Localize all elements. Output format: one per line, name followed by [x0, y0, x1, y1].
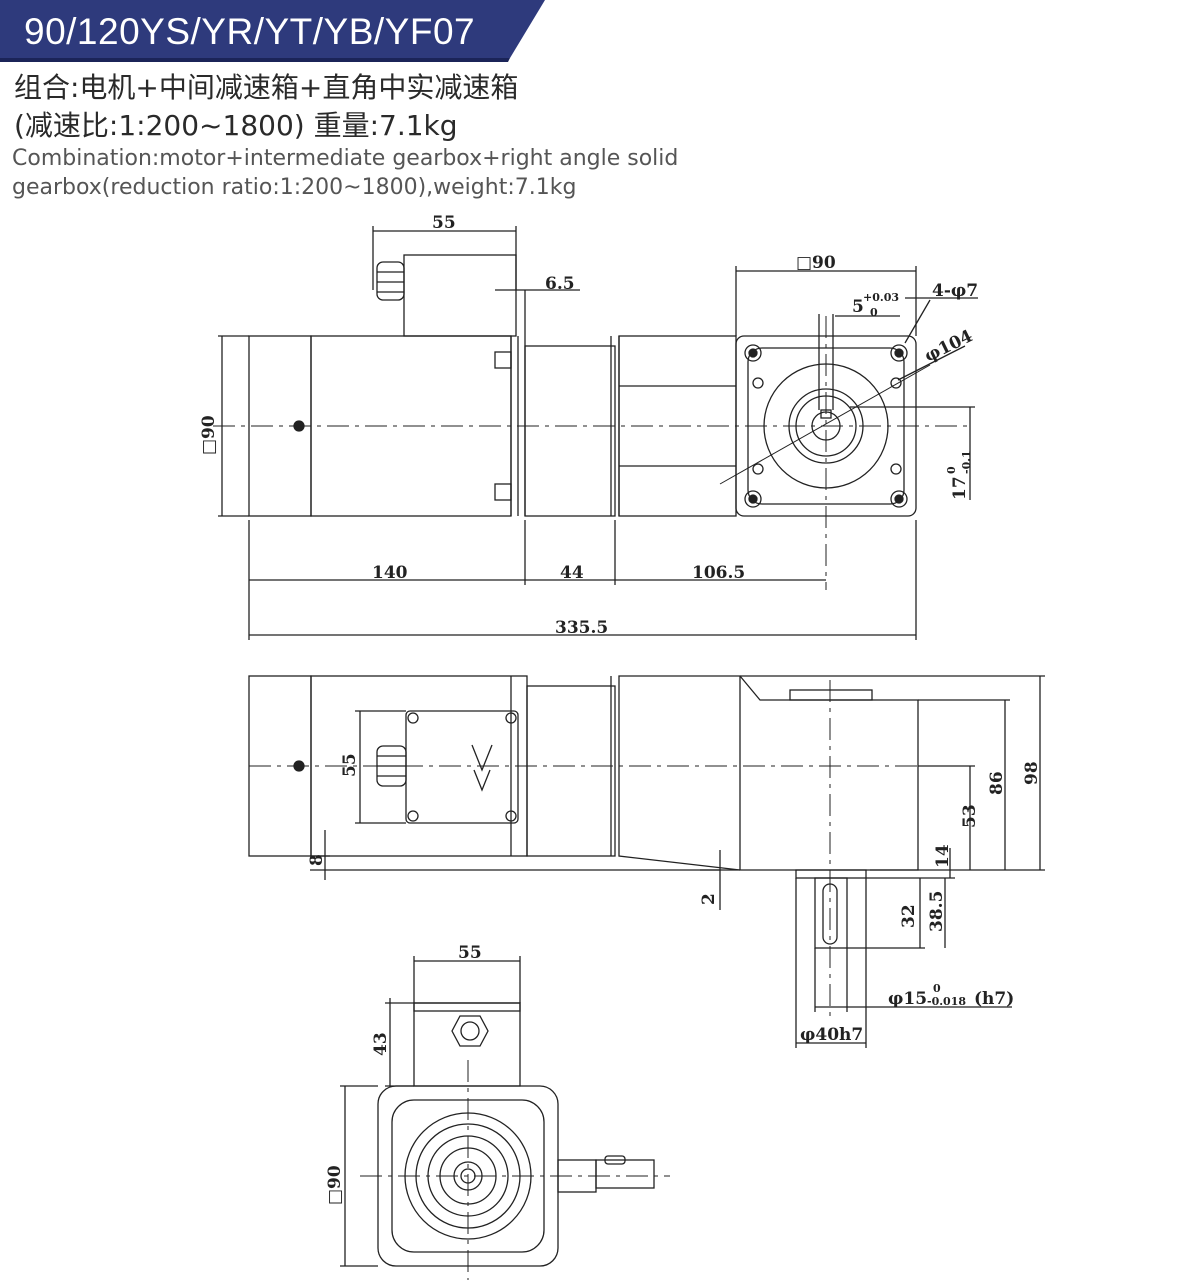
cable-gland-end [451, 1015, 489, 1047]
title-banner: 90/120YS/YR/YT/YB/YF07 [0, 0, 545, 62]
dim-shaft-length: 38.5 [927, 891, 947, 932]
right-angle-gearbox-side [618, 675, 919, 871]
dim-pilot-diameter: φ40h7 [800, 1025, 863, 1045]
bolt-hole-br [890, 490, 908, 508]
dim-housing-height: 86 [987, 771, 1007, 795]
dim-keyway-tol-upper: +0.03 [863, 291, 899, 304]
bolt-hole-bl [744, 490, 762, 508]
dim-total-height: 98 [1022, 761, 1042, 785]
model-title: 90/120YS/YR/YT/YB/YF07 [24, 11, 476, 52]
intermediate-gearbox-side [526, 685, 616, 857]
side-view: 55 8 2 53 86 98 14 32 38.5 φ15 0 -0.018 … [248, 675, 1045, 1048]
dim-base-offset: 8 [307, 854, 327, 866]
dim-total-length: 335.5 [555, 618, 608, 638]
motor-screw-bottom [494, 483, 512, 501]
dim-shaft-tol-lower: -0.018 [927, 995, 966, 1008]
dim-end-square: □90 [325, 1165, 345, 1205]
combination-cn: 组合:电机+中间减速箱+直角中实减速箱 [14, 71, 519, 104]
top-view: 55 6.5 □90 5 +0.03 0 4-φ7 φ104 □90 17 0 … [199, 213, 978, 640]
terminal-box-face [405, 710, 519, 824]
bolt-hole-tr [890, 344, 908, 362]
dim-end-terminal-height: 43 [371, 1032, 391, 1056]
dim-motor-length: 140 [372, 563, 408, 583]
intermediate-gearbox [524, 345, 616, 517]
top-boss [789, 689, 873, 701]
dim-bolt-holes: 4-φ7 [932, 281, 978, 301]
dim-key-length: 32 [899, 904, 919, 928]
dim-spigot: 14 [933, 844, 953, 868]
combination-en-line2: gearbox(reduction ratio:1:200~1800),weig… [12, 175, 577, 200]
end-view: 55 43 □90 [325, 943, 670, 1280]
dim-end-terminal-width: 55 [458, 943, 482, 963]
dim-flange-square: □90 [796, 253, 836, 273]
ratio-weight-cn: (减速比:1:200~1800) 重量:7.1kg [14, 109, 458, 142]
dim-shaft-fit: (h7) [974, 989, 1014, 1009]
dim-terminal-box: 55 [340, 753, 360, 777]
dim-gearbox-length: 106.5 [692, 563, 745, 583]
dim-shaft-center: 53 [960, 804, 980, 828]
dim-key-tol-lower: -0.1 [960, 450, 973, 474]
cable-gland-top [376, 261, 405, 301]
dim-keyway: 5 [852, 297, 864, 317]
dim-offset: 6.5 [545, 274, 575, 294]
dim-pcd: φ104 [921, 326, 976, 366]
dim-terminal-width: 55 [432, 213, 456, 233]
dim-key-height: 17 [950, 476, 970, 500]
dim-shaft-diameter: φ15 [888, 989, 927, 1009]
terminal-box-top [403, 254, 517, 337]
dim-key-tol-upper: 0 [945, 466, 958, 474]
bolt-hole-tl [744, 344, 762, 362]
pilot-spigot [795, 869, 867, 879]
motor-screw-top [494, 351, 512, 369]
output-shaft-side [814, 877, 848, 949]
dim-intermediate-length: 44 [560, 563, 584, 583]
brand-logo-mark [471, 744, 493, 792]
shaft-end [595, 1159, 655, 1189]
combination-en-line1: Combination:motor+intermediate gearbox+r… [12, 146, 679, 171]
dim-motor-square: □90 [199, 415, 219, 455]
dim-gap: 2 [699, 893, 719, 905]
dim-keyway-tol-lower: 0 [870, 306, 878, 319]
title-banner-shape [0, 0, 545, 62]
dim-shaft-tol-upper: 0 [933, 982, 941, 995]
